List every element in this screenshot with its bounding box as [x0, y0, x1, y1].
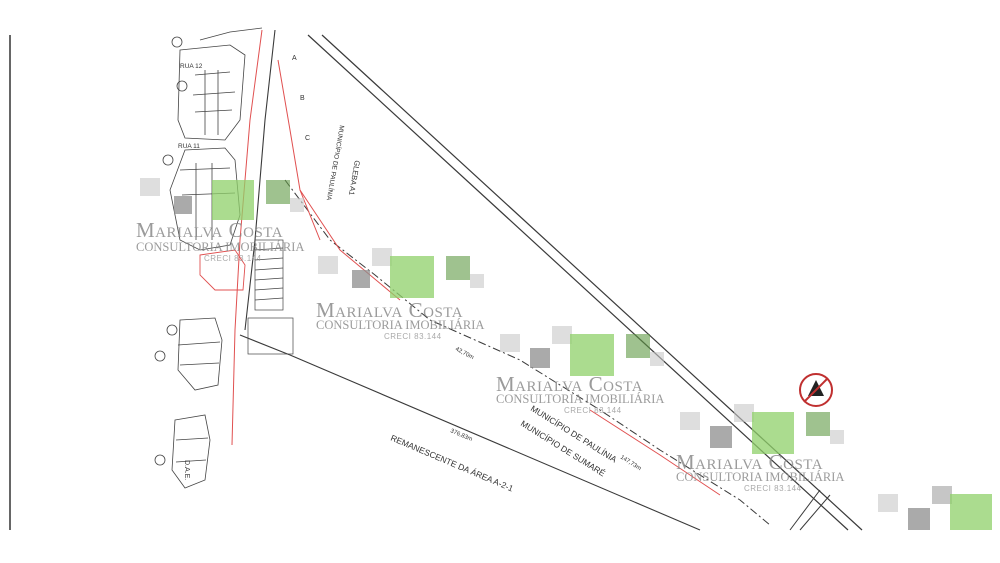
- watermark-creci: CRECI 83.144: [744, 484, 802, 493]
- watermark-logo: Marialva Costa CONSULTORIA IMOBILIÁRIA C…: [136, 178, 326, 288]
- red-lot-outline: [199, 249, 246, 291]
- watermark-sub: CONSULTORIA IMOBILIÁRIA: [316, 318, 485, 332]
- watermark-logo: Marialva Costa CONSULTORIA IMOBILIÁRIA C…: [676, 404, 866, 514]
- label-block-b: B: [300, 95, 305, 102]
- watermark-logo-partial: [878, 486, 998, 532]
- watermark-name: Marialva Costa: [136, 218, 284, 242]
- label-rua-11: RUA 11: [178, 143, 200, 150]
- parking-stalls: [247, 239, 294, 355]
- label-block-a: A: [292, 55, 297, 62]
- municipal-boundary: [284, 179, 771, 526]
- label-rua-12: RUA 12: [180, 63, 203, 70]
- red-boundary-lines: [231, 29, 721, 496]
- watermark-logo: Marialva Costa CONSULTORIA IMOBILIÁRIA C…: [496, 326, 686, 436]
- watermark-creci: CRECI 83.144: [204, 254, 262, 263]
- watermark-name: Marialva Costa: [676, 450, 824, 474]
- north-arrow-icon: [799, 373, 833, 407]
- label-dim-3: 147,73m: [619, 455, 642, 472]
- lot-markers: [154, 36, 188, 466]
- watermark-sub: CONSULTORIA IMOBILIÁRIA: [676, 470, 845, 484]
- label-remanescente: REMANESCENTE DA ÁREA A-2-1: [389, 433, 515, 494]
- watermark-logo: Marialva Costa CONSULTORIA IMOBILIÁRIA C…: [316, 248, 506, 358]
- label-municipio-paulinia-2: MUNICÍPIO DE PAULÍNIA: [325, 125, 347, 202]
- watermark-sub: CONSULTORIA IMOBILIÁRIA: [136, 240, 305, 254]
- lot-blocks-bottom: [171, 317, 223, 489]
- watermark-creci: CRECI 83.144: [384, 332, 442, 341]
- watermark-name: Marialva Costa: [496, 372, 644, 396]
- watermark-creci: CRECI 83.144: [564, 406, 622, 415]
- watermark-name: Marialva Costa: [316, 298, 464, 322]
- label-dim-1: 376,83m: [449, 428, 473, 443]
- label-dae: D.A.E.: [183, 460, 190, 480]
- label-block-c: C: [305, 135, 310, 142]
- label-gleba: GLEBA A1: [347, 160, 362, 196]
- road-fragments: [789, 489, 831, 531]
- watermark-sub: CONSULTORIA IMOBILIÁRIA: [496, 392, 665, 406]
